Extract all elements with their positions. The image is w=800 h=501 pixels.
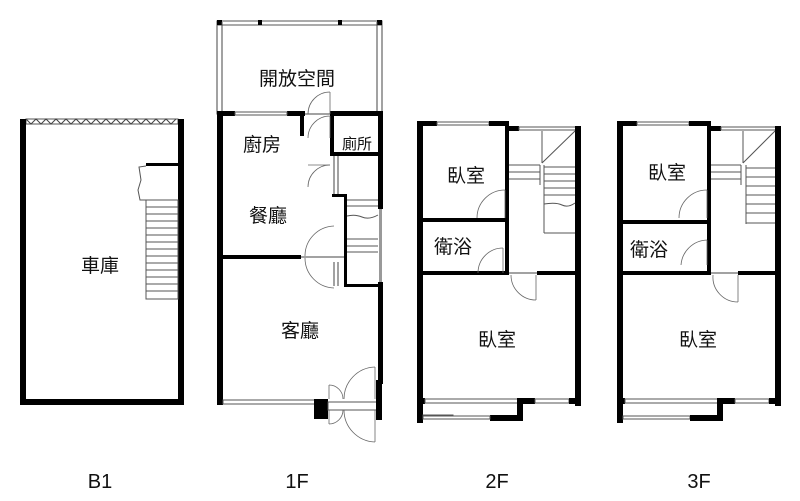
floor-label-2f: 2F <box>485 471 508 493</box>
room-label-garage: 車庫 <box>81 255 119 277</box>
floor-plan-1f: 開放空間 <box>216 20 383 443</box>
stairs <box>137 165 179 300</box>
stairs <box>711 130 776 224</box>
floor-plan-3f: 臥室 衛浴 臥室 <box>617 121 781 423</box>
room-label-bedroom: 臥室 <box>679 329 717 351</box>
floor-plan-2f: 臥室 衛浴 臥室 <box>417 121 581 423</box>
floor-plan-b1: 車庫 <box>20 118 184 405</box>
room-label-dining: 餐廳 <box>249 205 287 227</box>
stairs <box>509 130 576 234</box>
room-label-bedroom: 臥室 <box>648 162 686 184</box>
stairs <box>333 199 379 286</box>
room-label-open-space: 開放空間 <box>259 68 335 90</box>
wall <box>20 119 26 405</box>
room-label-bedroom: 臥室 <box>447 165 485 187</box>
floor-label-3f: 3F <box>687 471 710 493</box>
wall <box>20 399 184 405</box>
room-label-toilet: 廁所 <box>342 135 372 153</box>
wall <box>146 163 180 166</box>
room-label-kitchen: 廚房 <box>243 133 281 156</box>
room-label-bathroom: 衛浴 <box>434 236 472 258</box>
room-label-bedroom: 臥室 <box>478 329 516 351</box>
room-label-bathroom: 衛浴 <box>630 239 668 261</box>
room-label-living: 客廳 <box>281 320 319 342</box>
wall <box>178 119 184 405</box>
floor-label-b1: B1 <box>88 471 112 493</box>
floor-label-1f: 1F <box>285 471 308 493</box>
